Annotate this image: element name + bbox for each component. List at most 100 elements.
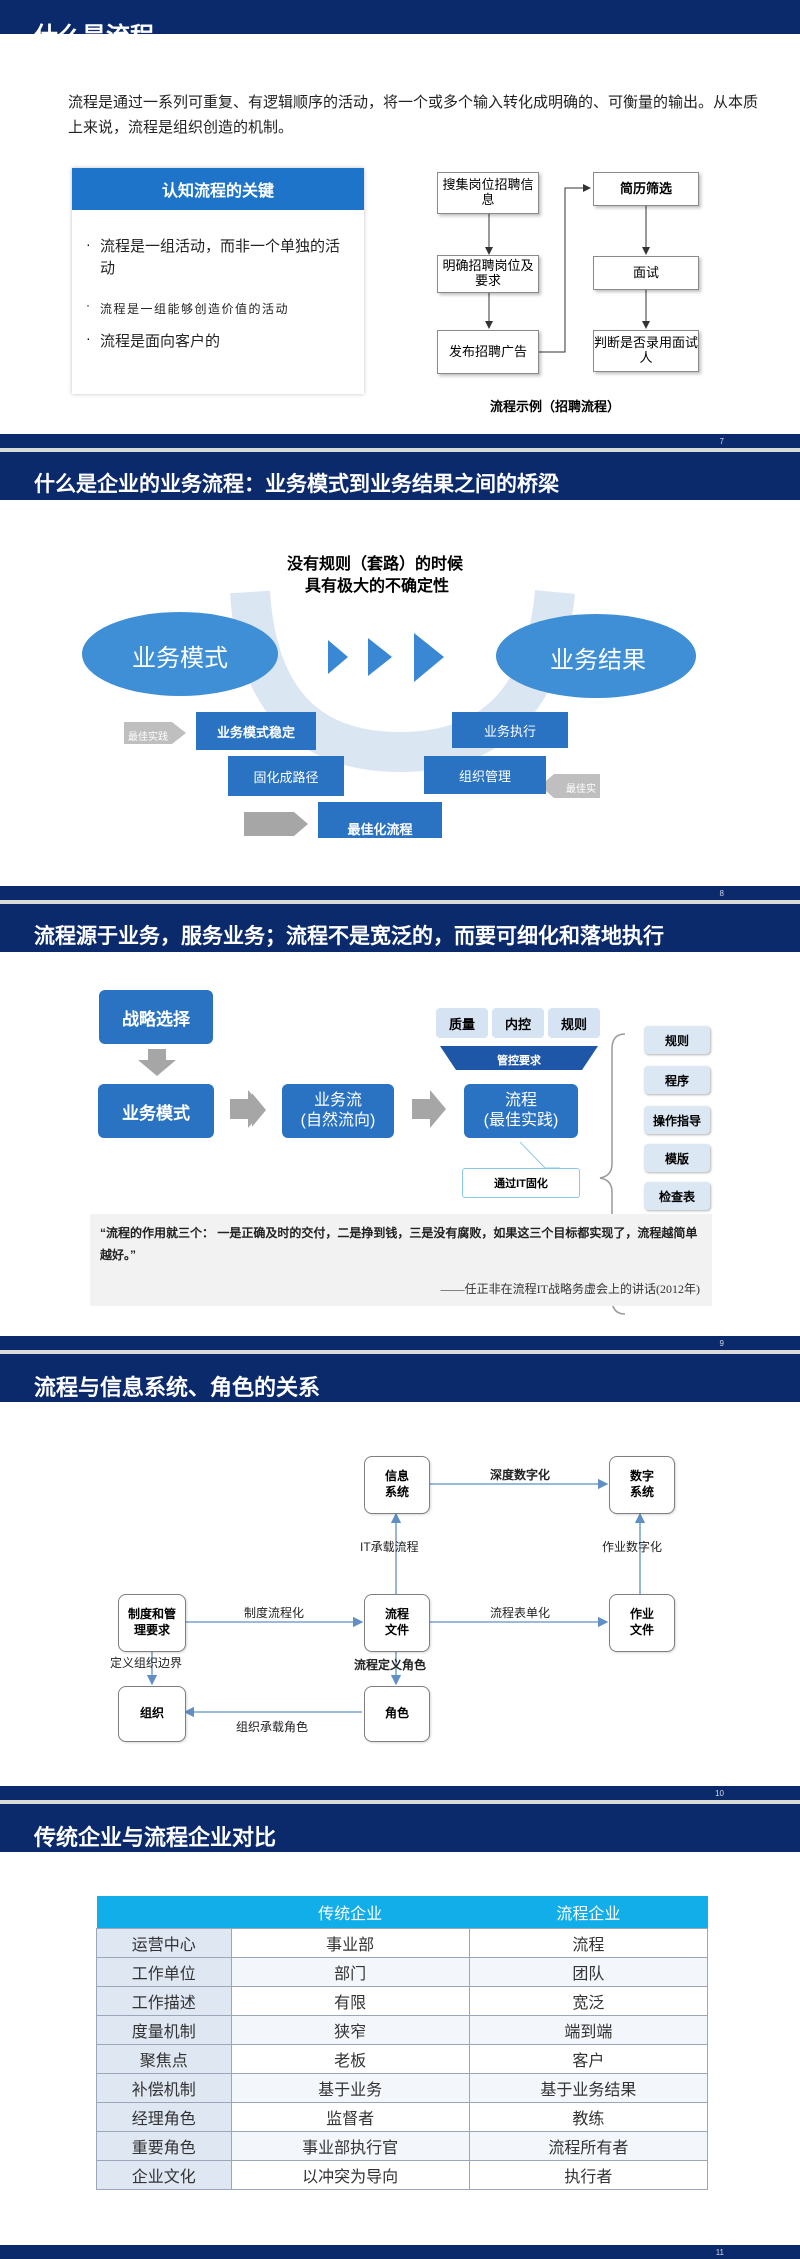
key-point: 流程是一组活动，而非一个单独的活动 [100, 238, 341, 277]
output-item: 规则 [644, 1026, 710, 1054]
strategy-box: 战略选择 [99, 990, 213, 1044]
table-cell: 事业部执行官 [230, 2131, 470, 2161]
output-item: 模版 [644, 1144, 710, 1172]
row-header-cell: 聚焦点 [96, 2044, 232, 2074]
subtitle-line: 没有规则（套路）的时候 [286, 556, 463, 573]
table-header-row: 传统企业 流程企业 [96, 1896, 708, 1929]
flow-step: 发布招聘广告 [437, 330, 539, 374]
slide-title: 流程与信息系统、角色的关系 [34, 1375, 321, 1400]
slide-header: 流程与信息系统、角色的关系 [0, 1354, 800, 1402]
bridge-graphic [82, 589, 696, 836]
edge-label: 深度数字化 [490, 1468, 551, 1482]
slide-footer: 7 [0, 434, 800, 448]
table-cell: 有限 [230, 1986, 470, 2016]
table-header: 传统企业 [231, 1896, 470, 1929]
model-box: 业务模式 [98, 1084, 214, 1138]
table-row: 企业文化以冲突为导向执行者 [96, 2160, 709, 2190]
table-cell: 以冲突为导向 [230, 2160, 470, 2190]
solidify-box: 固化成路径 [228, 756, 344, 796]
table-cell: 客户 [468, 2044, 709, 2074]
slide-header: 什么是企业的业务流程：业务模式到业务结果之间的桥梁 [0, 452, 800, 500]
node-process-doc: 流程 文件 [364, 1594, 430, 1652]
table-row: 重要角色事业部执行官流程所有者 [96, 2131, 709, 2161]
table-cell: 老板 [230, 2044, 470, 2074]
table-cell: 流程 [468, 1928, 709, 1958]
strategy-flow-graphic [138, 1033, 626, 1315]
node-role: 角色 [364, 1686, 430, 1742]
flow-step: 简历筛选 [593, 172, 699, 206]
table-cell: 基于业务 [230, 2073, 470, 2103]
output-item: 检查表 [644, 1182, 710, 1210]
it-fix-callout: 通过IT固化 [462, 1168, 580, 1198]
relation-arrows [146, 1478, 646, 1718]
table-row: 补偿机制基于业务基于业务结果 [96, 2073, 709, 2103]
node-info-system: 信息 系统 [364, 1456, 430, 1514]
flow-caption: 流程示例（招聘流程） [490, 399, 621, 414]
control-item: 质量 [436, 1008, 488, 1038]
edge-label: 制度流程化 [244, 1606, 305, 1620]
table-cell: 端到端 [468, 2015, 709, 2045]
page-number: 8 [719, 889, 724, 898]
definition-text: 流程是通过一系列可重复、有逻辑顺序的活动，将一个或多个输入转化成明确的、可衡量的… [68, 94, 759, 136]
node-rules: 制度和管 理要求 [118, 1594, 186, 1652]
process-box-line: (最佳实践) [483, 1112, 559, 1129]
slide-header: 传统企业与流程企业对比 [0, 1804, 800, 1852]
row-header-cell: 补偿机制 [96, 2073, 232, 2103]
bottom-box: 最佳化流程 [318, 802, 442, 838]
key-card: 认知流程的关键 · 流程是一组活动，而非一个单独的活动 · 流程是一组能够创造价… [72, 168, 364, 394]
row-header-cell: 企业文化 [96, 2160, 232, 2190]
slide-title: 什么是流程 [34, 23, 154, 50]
flow-step: 判断是否录用面试人 [593, 330, 699, 372]
table-cell: 执行者 [468, 2160, 709, 2190]
slide-1: 什么是流程 流程是通过一系列可重复、有逻辑顺序的活动，将一个或多个输入转化成明确… [0, 0, 800, 448]
control-requirement: 管控要求 [497, 1055, 541, 1067]
right-oval-label: 业务结果 [550, 647, 646, 674]
table-body: 运营中心事业部流程工作单位部门团队工作描述有限宽泛度量机制狭窄端到端聚焦点老板客… [96, 1928, 709, 2190]
best-practice-right: 最佳实 [566, 784, 596, 795]
slide-2: 什么是企业的业务流程：业务模式到业务结果之间的桥梁 没有规则（套路）的时候 具有… [0, 452, 800, 900]
slide-4: 流程与信息系统、角色的关系 信息 系统 数字 系统 制度和管 理要求 流程 文件… [0, 1354, 800, 1800]
slide-header: 什么是流程 [0, 0, 800, 50]
quote-panel: “流程的作用就三个： 一是正确及时的交付，二是挣到钱，三是没有腐败，如果这三个目… [90, 1214, 712, 1306]
table-cell: 基于业务结果 [468, 2073, 709, 2103]
slide-footer: 11 [0, 2245, 800, 2259]
flow-step: 明确招聘岗位及要求 [437, 255, 539, 293]
subtitle-line: 具有极大的不确定性 [304, 578, 449, 595]
table-header: 流程企业 [469, 1896, 708, 1929]
flow-arrows [485, 184, 650, 353]
edge-label: IT承载流程 [360, 1540, 419, 1554]
table-cell: 监督者 [230, 2102, 470, 2132]
row-header-cell: 重要角色 [96, 2131, 232, 2161]
table-cell: 流程所有者 [468, 2131, 709, 2161]
edge-label: 定义组织边界 [110, 1656, 183, 1670]
slide-header: 流程源于业务，服务业务；流程不是宽泛的，而要可细化和落地执行 [0, 904, 800, 952]
table-row: 经理角色监督者教练 [96, 2102, 709, 2132]
table-cell: 部门 [230, 1957, 470, 1987]
table-cell: 事业部 [230, 1928, 470, 1958]
table-row: 度量机制狭窄端到端 [96, 2015, 709, 2045]
output-item: 操作指导 [644, 1106, 710, 1134]
slide-footer: 8 [0, 886, 800, 900]
comparison-table: 传统企业 流程企业 运营中心事业部流程工作单位部门团队工作描述有限宽泛度量机制狭… [96, 1896, 709, 2190]
flow-box: 业务流 (自然流向) [282, 1084, 394, 1138]
best-practice-left: 最佳实践 [128, 732, 168, 743]
subtitle: 没有规则（套路）的时候 具有极大的不确定性 [0, 554, 800, 598]
slide-3: 流程源于业务，服务业务；流程不是宽泛的，而要可细化和落地执行 战略选择 业务模式… [0, 904, 800, 1350]
control-item: 规则 [548, 1008, 600, 1038]
node-digital-system: 数字 系统 [609, 1456, 675, 1514]
flow-step: 搜集岗位招聘信息 [437, 172, 539, 214]
table-cell: 团队 [468, 1957, 709, 1987]
slide-footer: 9 [0, 1336, 800, 1350]
row-header-cell: 工作描述 [96, 1986, 232, 2016]
page-number: 9 [719, 1339, 724, 1348]
edge-label: 组织承载角色 [236, 1720, 309, 1734]
flow-box-line: (自然流向) [300, 1112, 376, 1129]
left-oval-label: 业务模式 [132, 645, 228, 672]
process-box-line: 流程 [504, 1092, 537, 1109]
quote-source: ——任正非在流程IT战略务虚会上的讲话(2012年) [440, 1282, 700, 1296]
node-org: 组织 [118, 1686, 186, 1742]
row-header-cell: 度量机制 [96, 2015, 232, 2045]
edge-label: 流程定义角色 [354, 1658, 427, 1672]
row-header-cell: 经理角色 [96, 2102, 232, 2132]
slide-title: 流程源于业务，服务业务；流程不是宽泛的，而要可细化和落地执行 [34, 925, 664, 948]
